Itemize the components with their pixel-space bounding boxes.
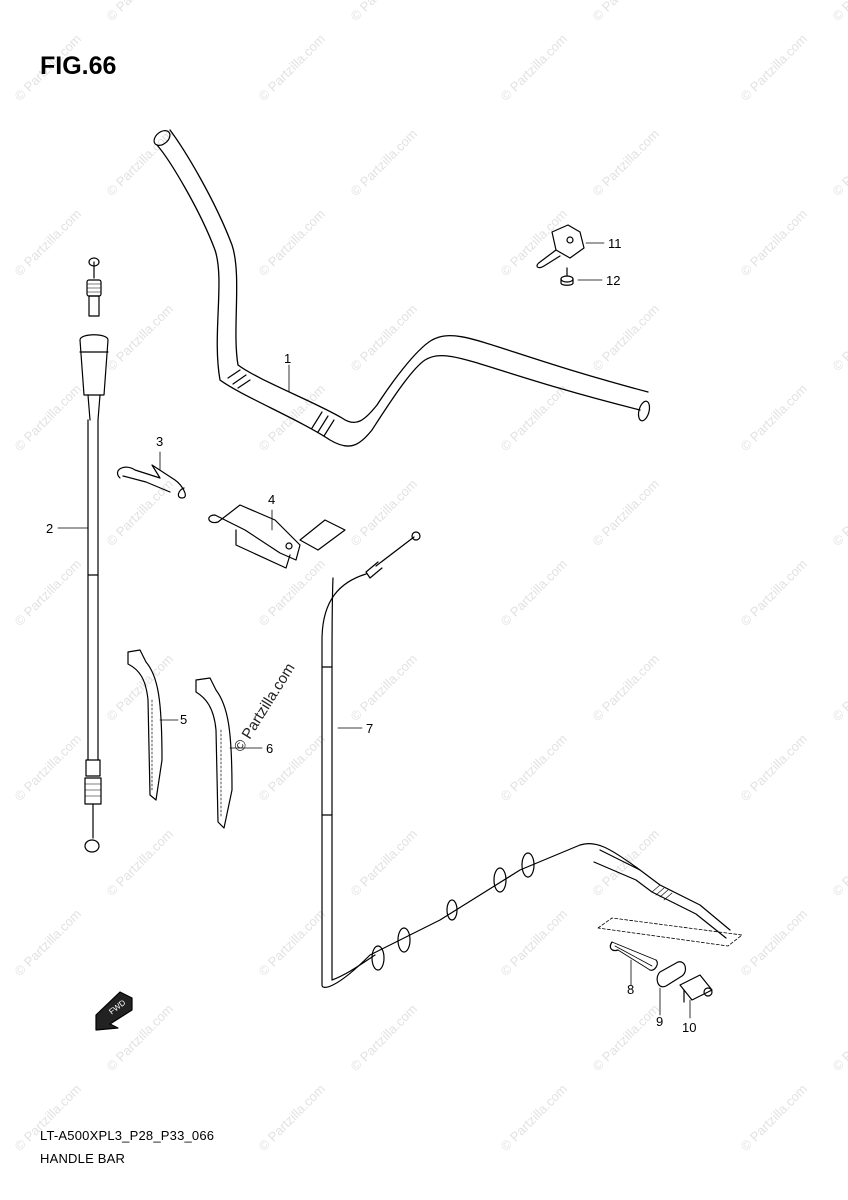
callout-1: 1 [284, 351, 292, 366]
bracket-part-11 [536, 224, 605, 269]
callout-11: 11 [608, 236, 622, 251]
callout-12: 12 [606, 273, 621, 288]
cable-part-7 [321, 531, 743, 988]
figure-title: FIG.66 [40, 52, 117, 80]
collar-part-9 [656, 961, 687, 1016]
handlebar-part-1 [153, 129, 651, 447]
callout-7: 7 [366, 721, 374, 736]
clip-part-3 [116, 451, 186, 499]
figure-caption: HANDLE BAR [40, 1151, 126, 1166]
callout-5: 5 [180, 712, 188, 727]
callout-10: 10 [682, 1020, 697, 1035]
forward-direction-arrow: FWD [95, 991, 133, 1031]
callout-4: 4 [268, 492, 276, 507]
callout-6: 6 [266, 741, 274, 756]
cable-part-2 [57, 257, 109, 853]
callout-8: 8 [627, 982, 635, 997]
model-code: LT-A500XPL3_P28_P33_066 [40, 1128, 215, 1143]
adjuster-part-10 [679, 974, 713, 1019]
cable-tie-part-5 [127, 649, 179, 801]
callout-2: 2 [46, 521, 54, 536]
bracket-part-4 [208, 504, 346, 569]
screw-part-12 [560, 267, 603, 286]
callout-9: 9 [656, 1014, 664, 1029]
callout-3: 3 [156, 434, 164, 449]
spring-part-8 [609, 941, 658, 986]
cable-tie-part-6 [195, 677, 263, 829]
